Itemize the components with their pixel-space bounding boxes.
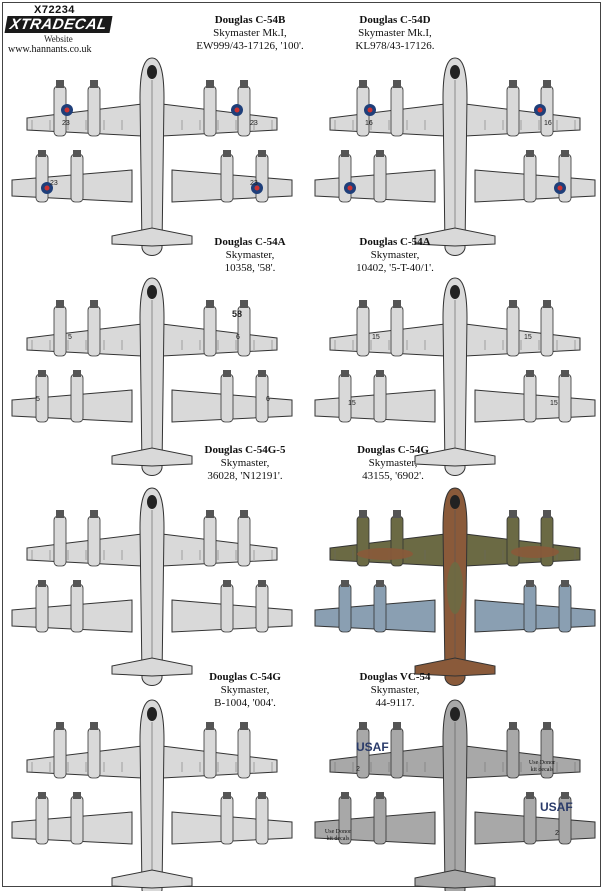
aircraft-5: [11, 487, 293, 686]
code-number: 23: [50, 180, 58, 187]
code-number: 5: [36, 396, 40, 403]
code-number: 23: [62, 120, 70, 127]
code-number: 6: [236, 334, 240, 341]
code-number: 23: [250, 120, 258, 127]
code-number: 2: [356, 766, 360, 773]
code-number: 15: [550, 400, 558, 407]
aircraft-1: [11, 57, 293, 256]
aircraft-7: [11, 699, 293, 891]
usaf-marking: USAF: [540, 800, 573, 814]
website-url[interactable]: www.hannants.co.uk: [8, 44, 92, 55]
aircraft-8: [314, 699, 596, 891]
code-number: 15: [524, 334, 532, 341]
code-number: 23: [250, 180, 258, 187]
usaf-marking: USAF: [356, 740, 389, 754]
code-number: 5: [68, 334, 72, 341]
product-code: X72234: [34, 4, 75, 16]
aircraft-6: [314, 487, 596, 686]
aircraft-2: [314, 57, 596, 256]
aircraft-4: [314, 277, 596, 476]
code-number: 2: [555, 830, 559, 837]
website-label: Website: [44, 34, 73, 44]
code-number: 15: [372, 334, 380, 341]
brand-block: X72234 XTRADECAL Website www.hannants.co…: [4, 4, 116, 55]
code-number: 16: [544, 120, 552, 127]
code-number: 15: [348, 400, 356, 407]
fuselage-code: 58: [232, 309, 243, 319]
code-number: 16: [365, 120, 373, 127]
aircraft-3: [11, 277, 293, 476]
code-number: 6: [266, 396, 270, 403]
